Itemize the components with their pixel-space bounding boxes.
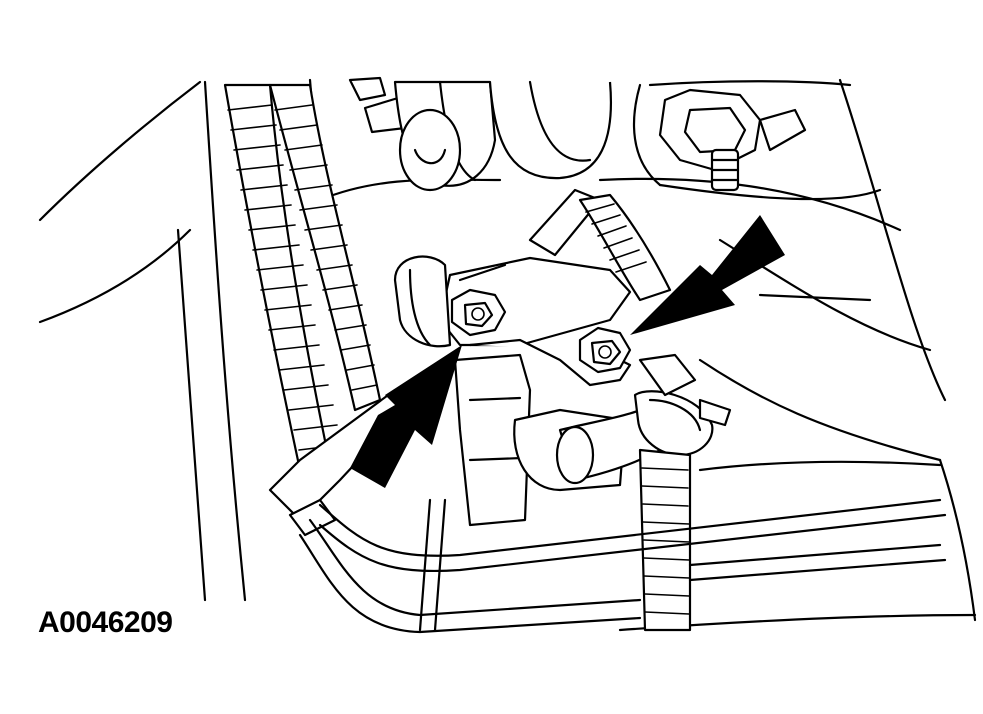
pulley [348,76,612,192]
bracket-nut-right [578,326,632,374]
stud-nut-top [658,88,807,192]
wiring-loom [223,83,382,472]
bracket-nut-left [450,288,507,337]
arrow-upper-right [630,215,785,335]
vacuum-hose-upper [528,188,672,302]
vacuum-hose-lower [638,448,692,632]
sensor-housing [393,255,452,348]
metal-lines [298,498,947,634]
vacuum-hose-elbow [555,353,732,485]
arrow-lower-left [350,345,462,488]
figure-code: A0046209 [38,606,173,639]
